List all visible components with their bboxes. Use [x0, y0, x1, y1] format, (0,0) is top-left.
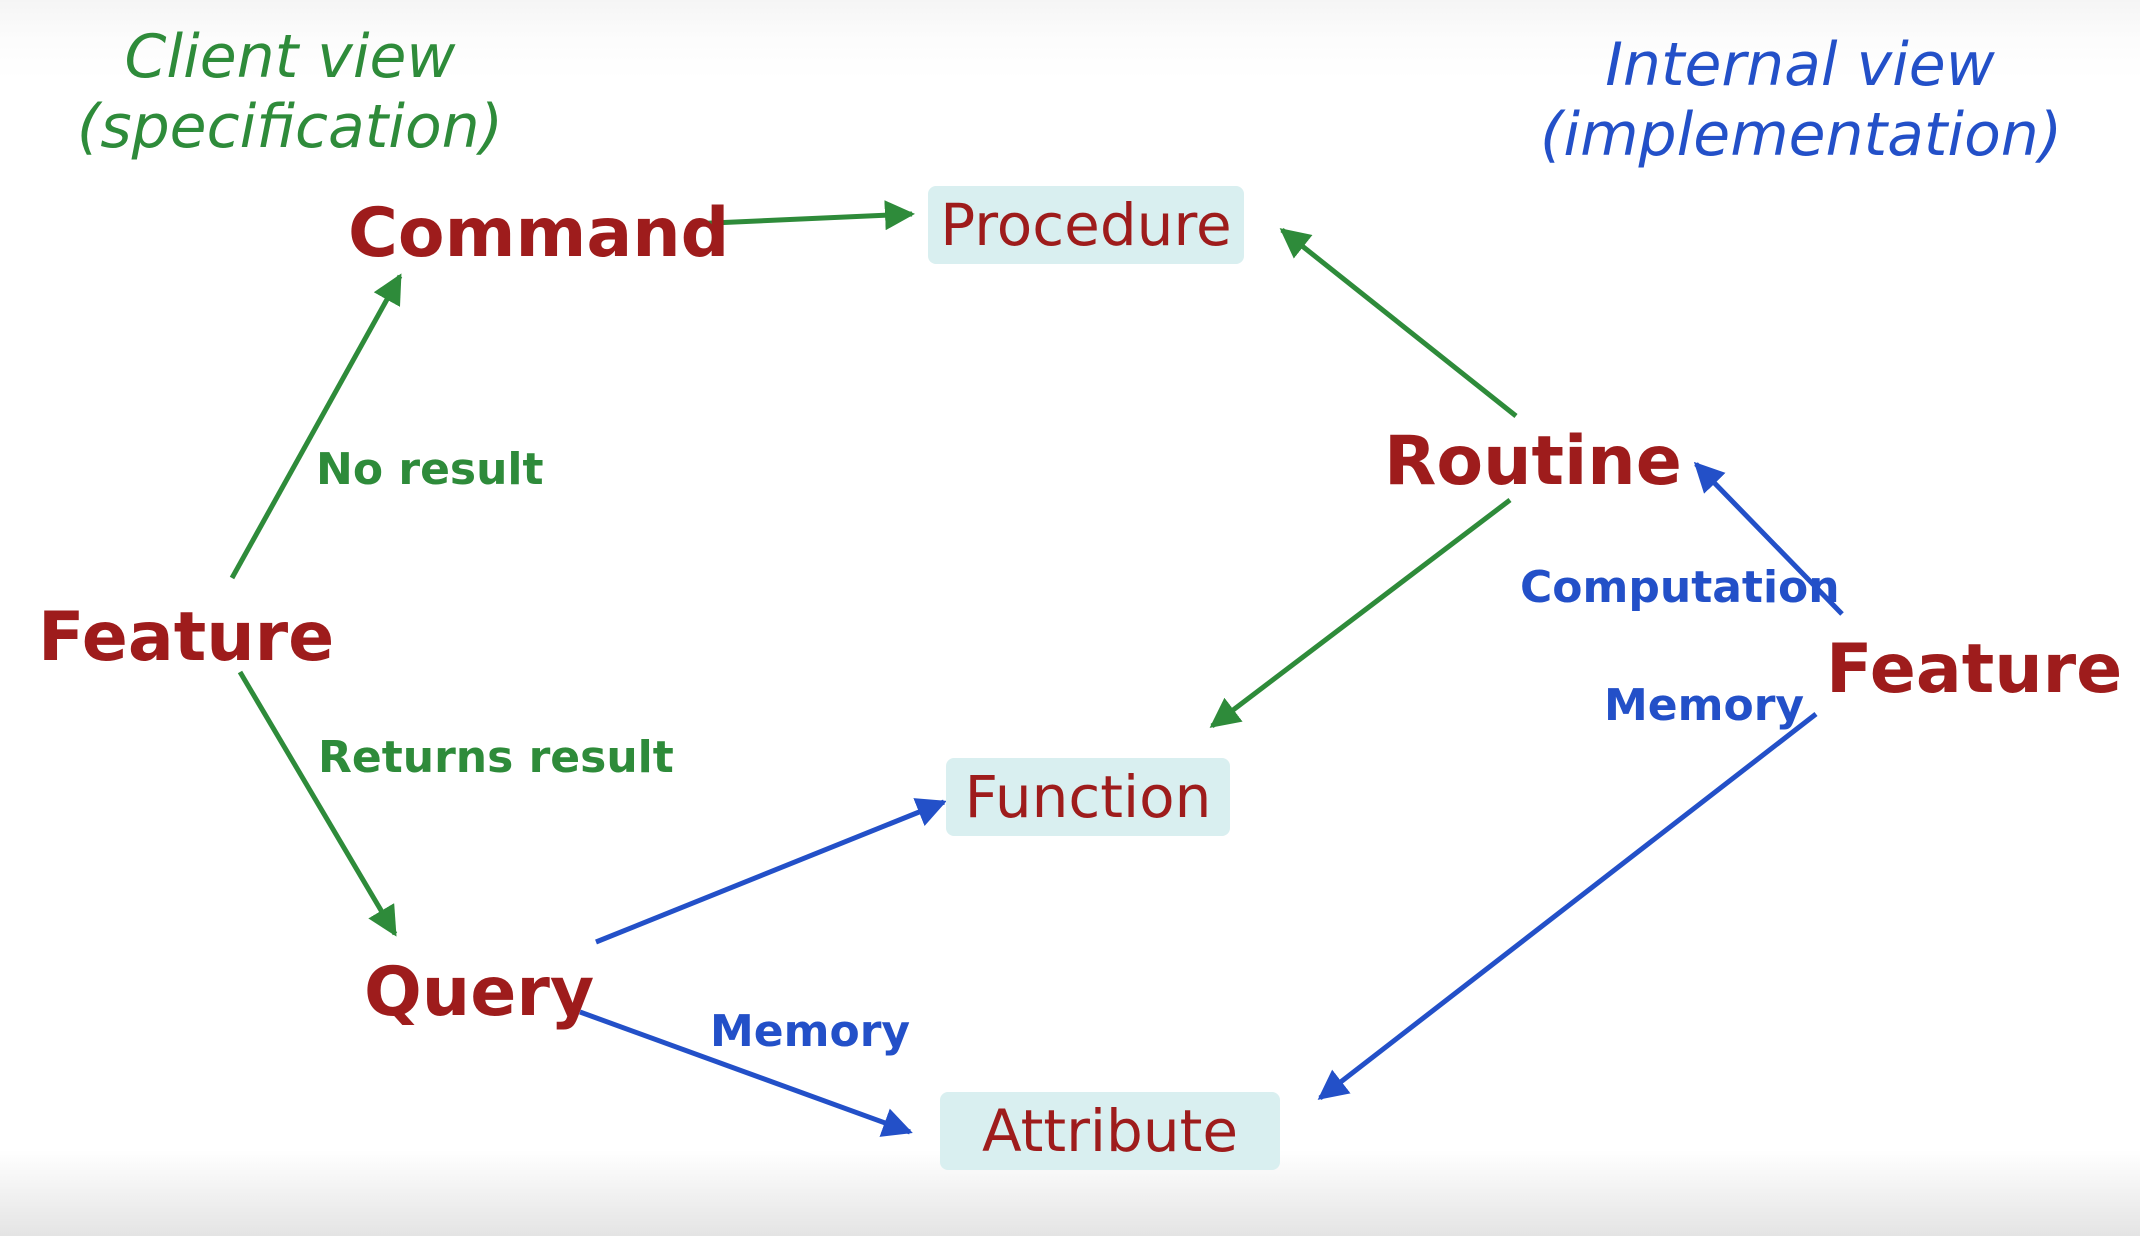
arrow-routine-to-function: [1209, 498, 1512, 728]
internal-view-heading: Internal view (implementation): [1540, 30, 2063, 170]
node-routine: Routine: [1384, 422, 1682, 501]
node-function: Function: [946, 758, 1230, 836]
label-returns-result: Returns result: [318, 732, 674, 783]
node-procedure: Procedure: [928, 186, 1244, 264]
internal-view-title: Internal view: [1605, 30, 1995, 100]
arrow-command-to-procedure: [689, 200, 915, 231]
label-computation: Computation: [1520, 562, 1840, 613]
node-feature-client: Feature: [38, 598, 335, 677]
arrow-query-to-attribute: [579, 1009, 913, 1137]
arrow-feature-to-attribute: [1317, 712, 1818, 1100]
client-view-heading: Client view (specification): [60, 22, 520, 162]
node-feature-internal: Feature: [1826, 630, 2123, 709]
node-query: Query: [364, 953, 595, 1032]
arrow-query-to-function: [595, 798, 947, 945]
arrow-feature-to-query: [237, 670, 398, 937]
arrow-feature-to-command: [229, 273, 403, 580]
label-no-result: No result: [316, 444, 544, 495]
internal-view-subtitle: (implementation): [1540, 100, 2063, 170]
arrow-feature-to-routine: [1693, 461, 1844, 616]
label-memory-query: Memory: [710, 1006, 911, 1057]
node-command: Command: [348, 194, 730, 273]
client-view-title: Client view: [124, 22, 456, 92]
label-memory-internal: Memory: [1604, 680, 1805, 731]
node-attribute: Attribute: [940, 1092, 1280, 1170]
arrow-routine-to-procedure: [1279, 228, 1518, 418]
client-view-subtitle: (specification): [76, 92, 504, 162]
